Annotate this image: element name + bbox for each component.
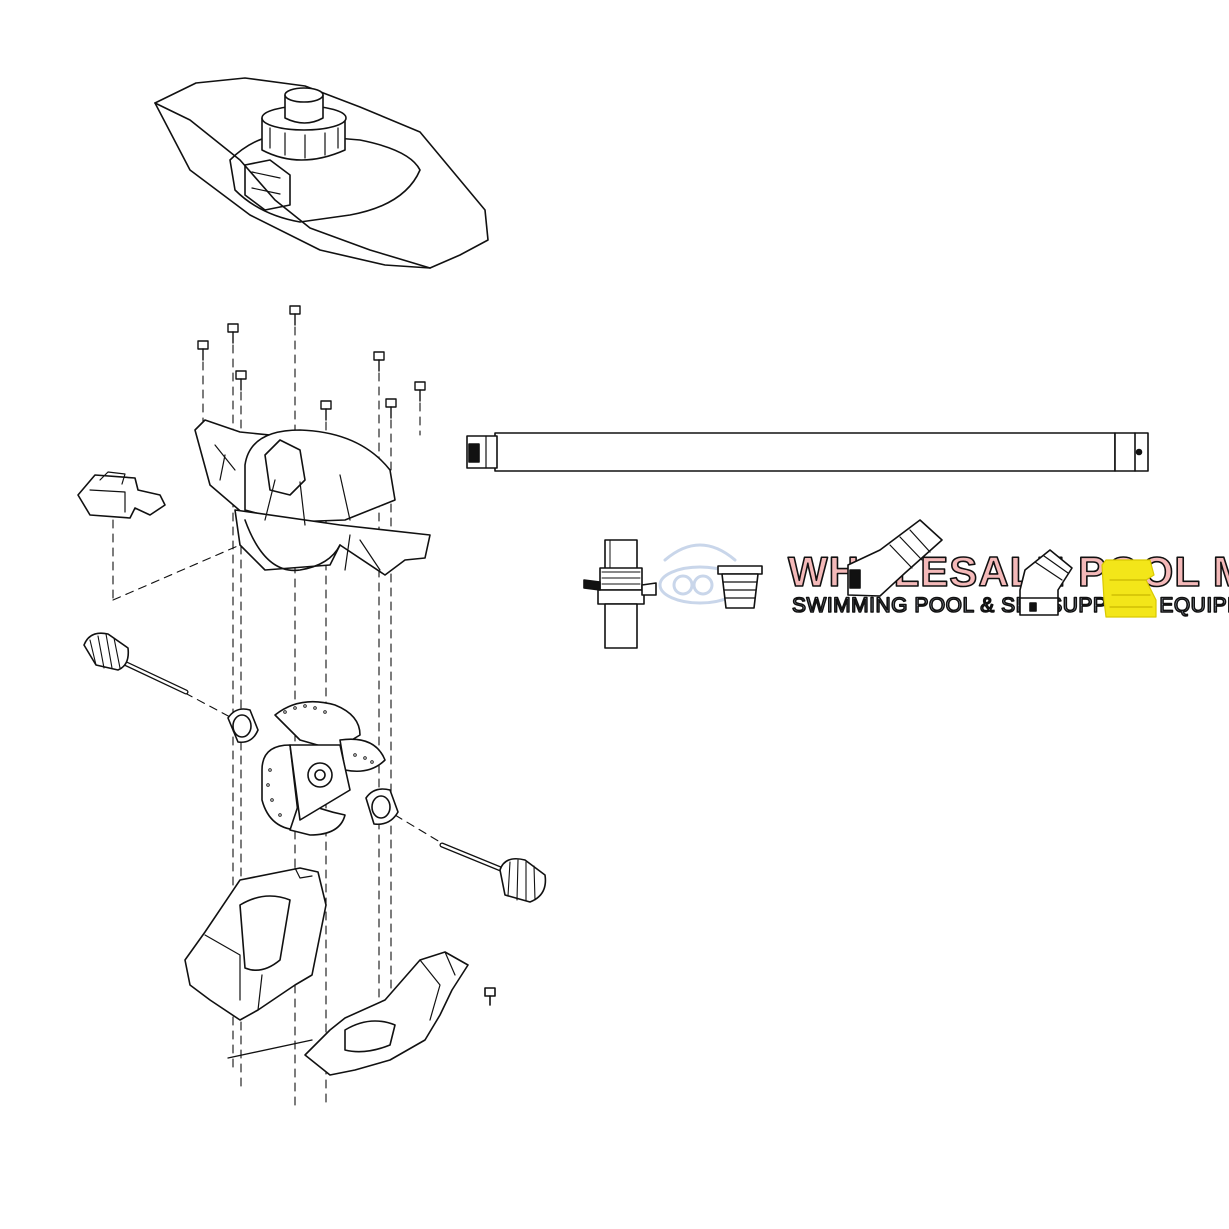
angled-wall-fitting <box>847 519 943 597</box>
screw-icon <box>385 398 397 419</box>
elbow-adaptor <box>1019 549 1073 616</box>
screws <box>197 305 426 421</box>
hose-section <box>466 432 1149 472</box>
regulator-valve <box>583 539 657 649</box>
screw-icon <box>289 305 301 326</box>
highlighted-elbow-part <box>1101 559 1157 618</box>
left-drive-shaft <box>83 632 189 695</box>
side-clip <box>77 471 166 519</box>
small-screw <box>484 987 496 1006</box>
drive-housing <box>194 419 431 576</box>
screw-icon <box>320 400 332 421</box>
top-cover <box>154 77 489 269</box>
highlighted-part-shape <box>1101 559 1157 618</box>
right-skirt-half <box>304 951 469 1076</box>
watermark-subtitle: SWIMMING POOL & SPA SUPPLY & EQUIPMENT <box>792 594 1229 617</box>
screw-icon <box>414 381 426 402</box>
screw-icon <box>235 370 247 391</box>
turbine-wheel <box>261 700 386 836</box>
left-bearing <box>227 708 259 744</box>
screw-icon <box>373 351 385 372</box>
screw-icon <box>227 323 239 344</box>
right-drive-shaft <box>439 842 547 903</box>
screw-icon <box>197 340 209 361</box>
screw-icon <box>484 987 496 1006</box>
left-skirt-half <box>184 867 327 1021</box>
skirt-connector-line <box>227 1039 313 1059</box>
hose-cuff <box>717 565 763 609</box>
right-bearing <box>365 788 399 826</box>
